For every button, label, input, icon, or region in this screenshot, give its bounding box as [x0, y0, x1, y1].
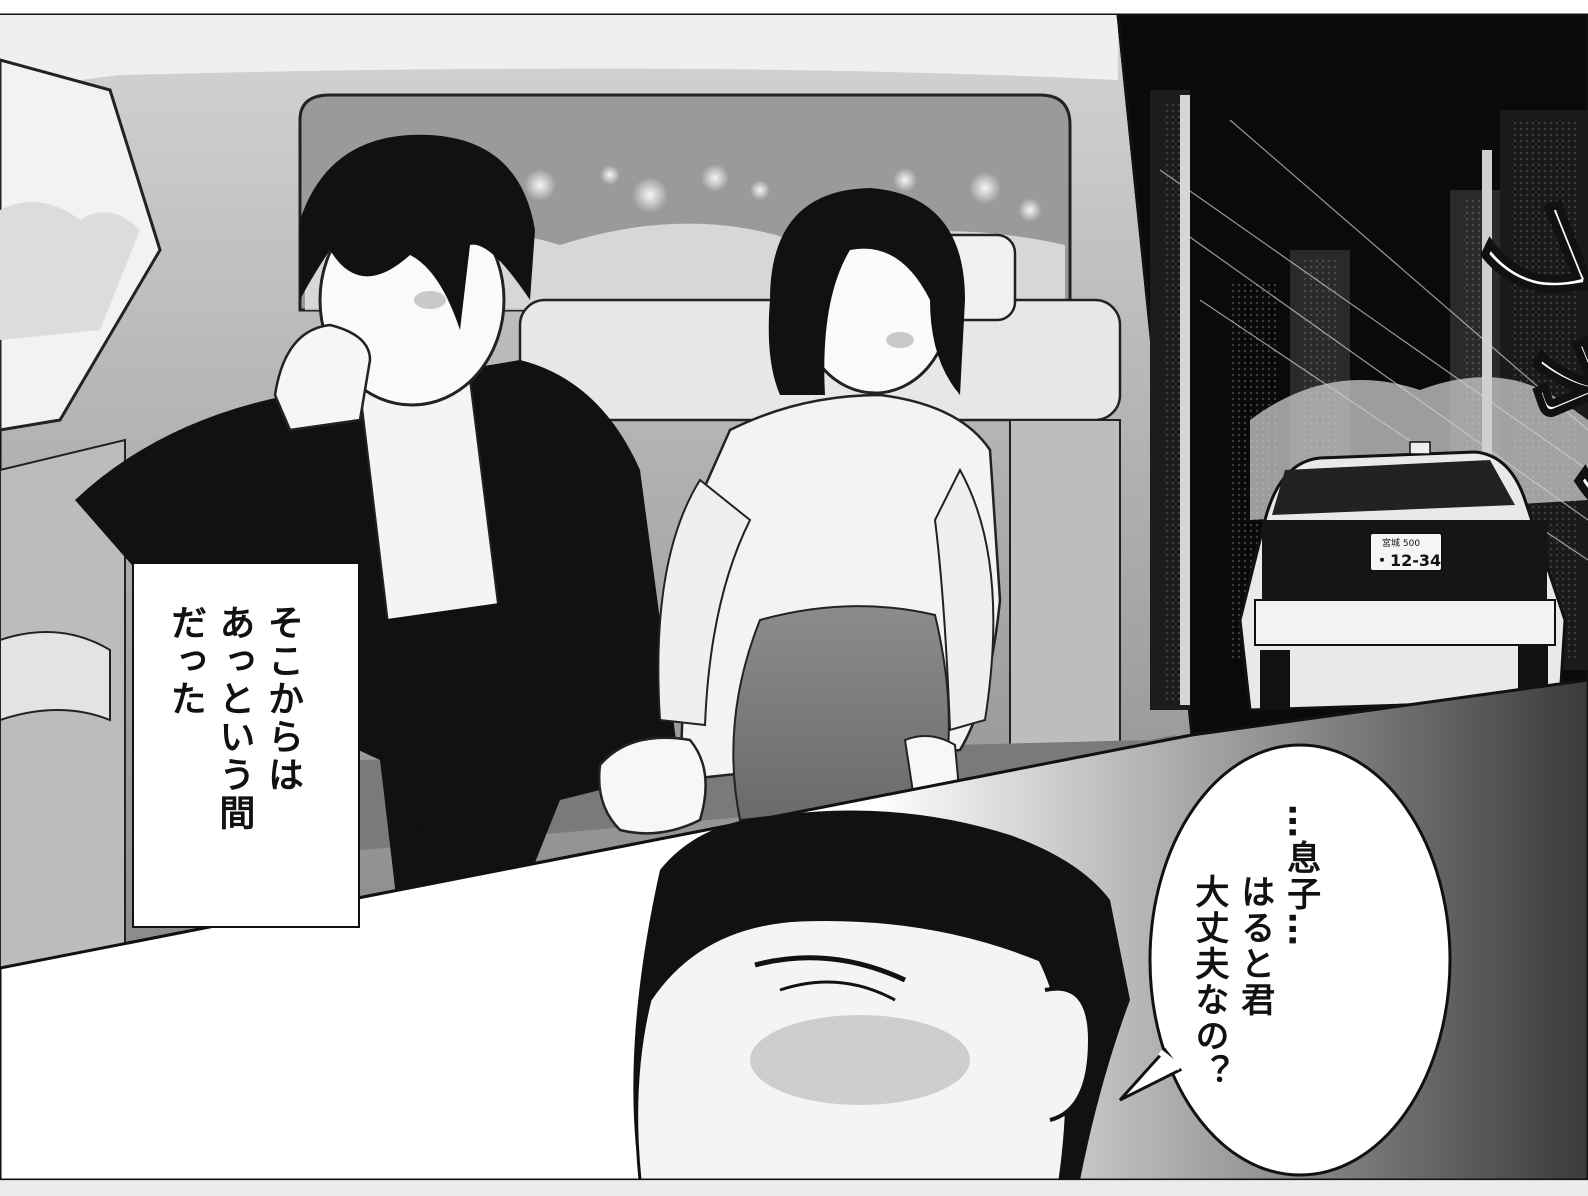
taxi-car: [1238, 441, 1567, 712]
man-figure: [75, 134, 680, 930]
narration-caption-box: そこからは あっという間 だった: [132, 562, 360, 928]
speech-line: はると君: [1234, 874, 1275, 1018]
narration-caption-text: そこからは あっという間 だった: [160, 604, 306, 832]
panel-night-street: 宮城 500 ・12-34 ブォンッ: [1116, 13, 1588, 737]
speech-bubble-text: …息子… はると君 大丈夫なの？: [1185, 804, 1323, 1124]
speech-bubble-shape: [1148, 743, 1452, 1177]
speech-line: …息子…: [1280, 804, 1321, 948]
license-plate-region: 宮城 500: [1382, 537, 1420, 549]
speech-line: 大丈夫なの？: [1188, 874, 1229, 1090]
caption-line: そこからは: [262, 604, 303, 794]
woman-figure: [598, 188, 1002, 835]
bottom-bar: [0, 1180, 1588, 1196]
caption-line: だった: [164, 604, 206, 718]
license-plate-number: ・12-34: [1374, 551, 1441, 570]
caption-line: あっという間: [213, 604, 255, 832]
